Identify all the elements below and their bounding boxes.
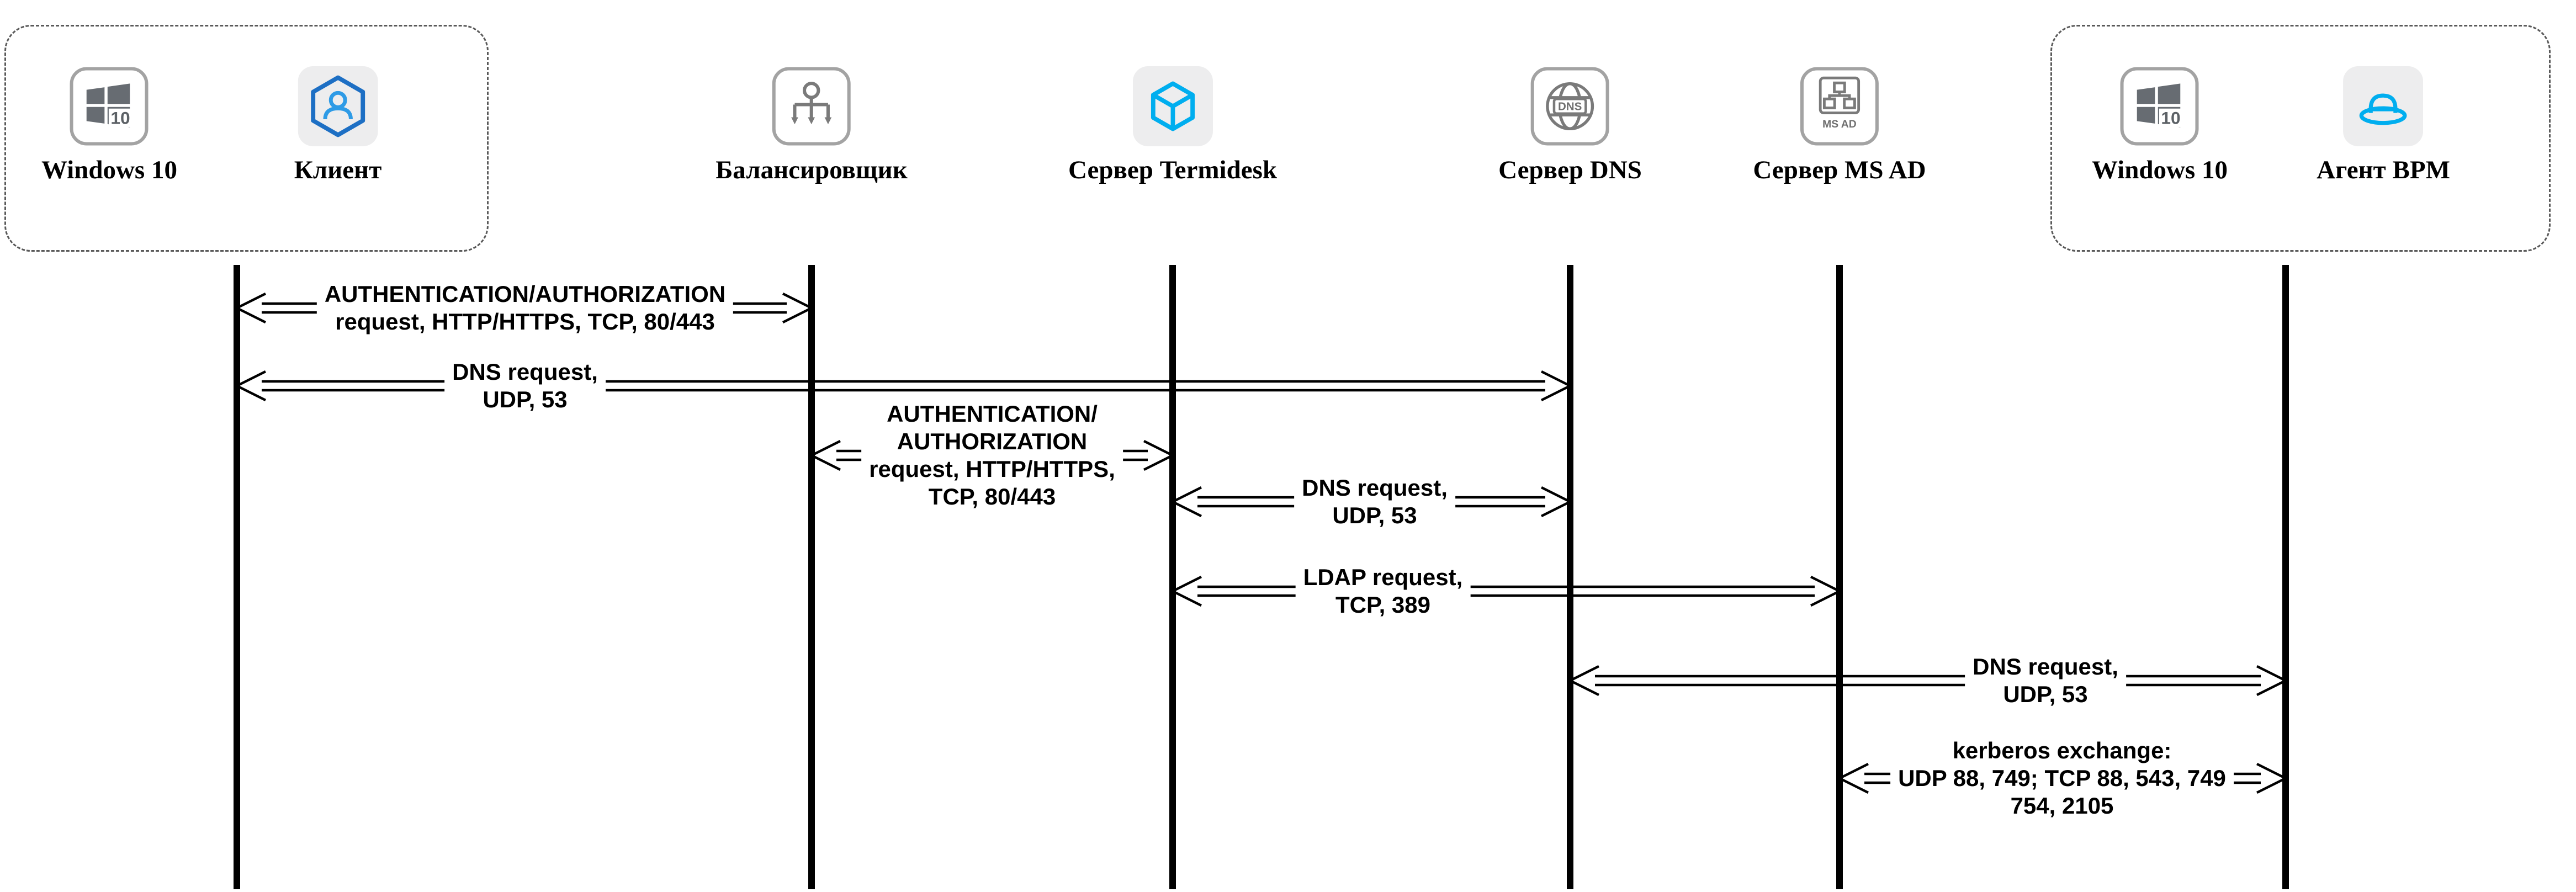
actor-label: Клиент xyxy=(294,156,382,184)
ms-ad-icon: MS AD xyxy=(1799,66,1879,146)
client-hexagon-user-icon xyxy=(298,66,378,146)
actor-label: Сервер Termidesk xyxy=(1068,156,1278,184)
actor-label: Сервер MS AD xyxy=(1753,156,1926,184)
lifeline-agent xyxy=(2282,265,2289,889)
actor-label: Агент BPM xyxy=(2317,156,2450,184)
load-balancer-icon xyxy=(771,66,851,146)
message-arrow-6 xyxy=(1569,665,2287,697)
client-group-box xyxy=(4,25,489,252)
message-arrow-5 xyxy=(1172,575,1841,607)
message-line: LDAP request, xyxy=(1303,564,1463,590)
agent-group-box xyxy=(2050,25,2551,252)
message-line: AUTHORIZATION xyxy=(897,428,1088,454)
actor-msad: MS AD Сервер MS AD xyxy=(1753,66,1926,185)
message-line: UDP, 53 xyxy=(1332,502,1417,528)
lifeline-msad xyxy=(1836,265,1843,889)
message-label-1: AUTHENTICATION/AUTHORIZATION request, HT… xyxy=(316,279,734,337)
message-line: 754, 2105 xyxy=(2010,793,2114,819)
agent-hat-icon xyxy=(2343,66,2424,146)
actor-label: Сервер DNS xyxy=(1498,156,1642,184)
lifeline-dns xyxy=(1567,265,1573,889)
dns-globe-icon: DNS xyxy=(1530,66,1610,146)
message-line: request, HTTP/HTTPS, xyxy=(869,456,1115,482)
message-label-7: kerberos exchange: UDP 88, 749; TCP 88, … xyxy=(1890,736,2234,821)
lifeline-termidesk xyxy=(1169,265,1176,889)
actor-client: Клиент xyxy=(294,66,382,185)
lifeline-balancer xyxy=(808,265,815,889)
message-arrow-2 xyxy=(236,370,1571,402)
message-label-5: LDAP request, TCP, 389 xyxy=(1295,562,1471,620)
actor-label: Балансировщик xyxy=(715,156,908,184)
actor-windows10-left: 10 Windows 10 xyxy=(41,66,177,185)
message-line: DNS request, xyxy=(452,359,598,385)
message-line: TCP, 80/443 xyxy=(928,484,1056,509)
svg-text:MS AD: MS AD xyxy=(1822,119,1857,130)
message-label-6: DNS request, UDP, 53 xyxy=(1965,652,2126,709)
message-line: UDP, 53 xyxy=(2003,681,2088,707)
windows-10-icon: 10 xyxy=(69,66,149,146)
message-label-2: DNS request, UDP, 53 xyxy=(444,357,606,415)
message-line: TCP, 389 xyxy=(1335,592,1430,618)
message-label-4: DNS request, UDP, 53 xyxy=(1294,473,1455,530)
lifeline-client xyxy=(234,265,240,889)
windows-10-icon: 10 xyxy=(2119,66,2199,146)
actor-agent-bpm: Агент BPM xyxy=(2317,66,2450,185)
svg-text:10: 10 xyxy=(111,108,130,128)
message-line: UDP 88, 749; TCP 88, 543, 749 xyxy=(1898,765,2226,791)
actor-termidesk: Сервер Termidesk xyxy=(1068,66,1277,185)
svg-text:DNS: DNS xyxy=(1558,100,1582,113)
actor-label: Windows 10 xyxy=(2092,156,2228,184)
actor-dns: DNS Сервер DNS xyxy=(1498,66,1642,185)
message-line: kerberos exchange: xyxy=(1952,737,2172,763)
message-line: AUTHENTICATION/AUTHORIZATION xyxy=(324,281,726,307)
message-line: DNS request, xyxy=(1302,475,1448,501)
termidesk-cube-icon xyxy=(1132,66,1213,146)
actor-balancer: Балансировщик xyxy=(715,66,908,185)
message-line: DNS request, xyxy=(1973,654,2118,679)
actor-label: Windows 10 xyxy=(41,156,177,184)
svg-text:10: 10 xyxy=(2161,108,2181,128)
message-label-3: AUTHENTICATION/ AUTHORIZATION request, H… xyxy=(861,399,1123,512)
actor-windows10-right: 10 Windows 10 xyxy=(2092,66,2228,185)
message-line: AUTHENTICATION/ xyxy=(887,401,1098,427)
message-line: request, HTTP/HTTPS, TCP, 80/443 xyxy=(335,309,715,334)
message-line: UDP, 53 xyxy=(483,386,568,412)
